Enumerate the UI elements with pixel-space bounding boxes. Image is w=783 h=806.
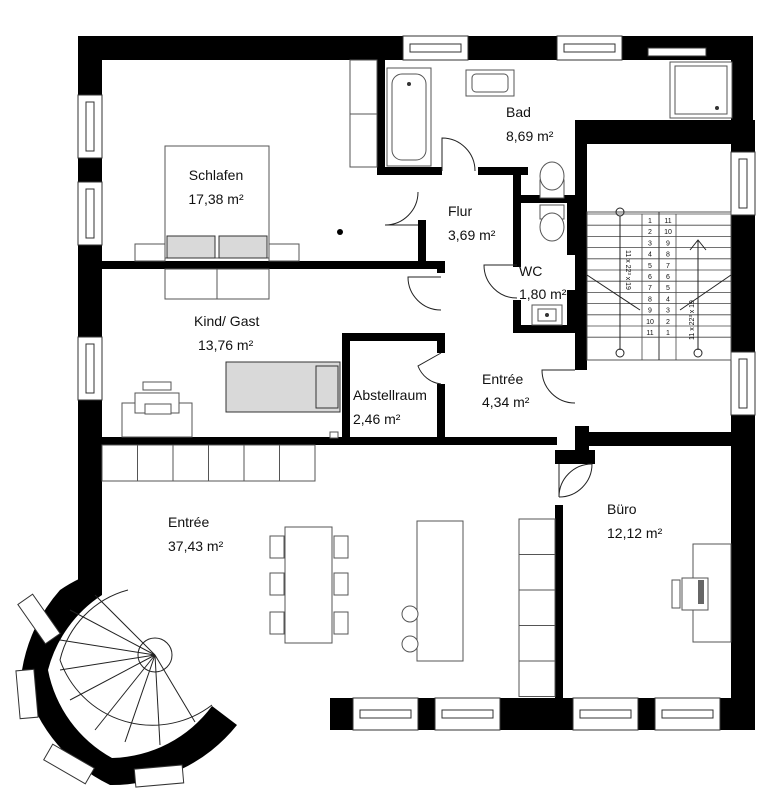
kitchen-cabinet — [137, 444, 174, 482]
room-area-wc: 1,80 m² — [519, 286, 567, 302]
room-area-entree-large: 37,43 m² — [168, 538, 224, 554]
room-name-schlafen: Schlafen — [189, 167, 243, 183]
counter-cabinet — [518, 660, 556, 697]
counter-cabinet — [518, 518, 556, 555]
room-area-buero: 12,12 m² — [607, 525, 663, 541]
room-name-buero: Büro — [607, 501, 637, 517]
stair-number-right: 2 — [666, 319, 670, 326]
room-area-abstellraum: 2,46 m² — [353, 411, 401, 427]
room-name-bad: Bad — [506, 104, 531, 120]
room-name-flur: Flur — [448, 203, 472, 219]
room-name-entree-small: Entrée — [482, 371, 523, 387]
stair-number-right: 5 — [666, 285, 670, 292]
stair-number-left: 2 — [648, 229, 652, 236]
furniture — [101, 59, 732, 697]
bathroom-fixtures — [386, 61, 733, 326]
kitchen-cabinet — [243, 444, 280, 482]
stair-number-left: 11 — [646, 330, 653, 337]
stair-number-right: 9 — [666, 240, 670, 247]
room-name-kind: Kind/ Gast — [194, 313, 259, 329]
room-area-schlafen: 17,38 m² — [188, 191, 244, 207]
stair-number-left: 8 — [648, 296, 652, 303]
interior-walls — [102, 60, 755, 698]
kitchen-cabinet — [208, 444, 245, 482]
stair-number-right: 6 — [666, 274, 670, 281]
counter-cabinet — [518, 554, 556, 591]
counter-cabinet — [518, 589, 556, 626]
doors — [384, 137, 593, 498]
stair-number-left: 3 — [648, 240, 652, 247]
room-name-wc: WC — [519, 263, 542, 279]
stair-number-right: 4 — [666, 296, 670, 303]
stair-number-right: 1 — [666, 330, 670, 337]
counter-cabinet — [518, 625, 556, 662]
stair-number-left: 1 — [648, 218, 652, 225]
room-area-bad: 8,69 m² — [506, 128, 554, 144]
stair-number-left: 9 — [648, 308, 652, 315]
stair-number-right: 10 — [664, 229, 672, 236]
stair-dim-right: 11 x 22³ x 19 — [689, 300, 696, 340]
room-area-kind: 13,76 m² — [198, 337, 254, 353]
stair-number-right: 3 — [666, 308, 670, 315]
room-labels: Schlafen 17,38 m² Bad 8,69 m² Flur 3,69 … — [168, 104, 663, 554]
stair-number-left: 5 — [648, 263, 652, 270]
stair-number-left: 4 — [648, 252, 652, 259]
windows — [77, 35, 756, 731]
stair-number-right: 11 — [664, 218, 671, 225]
stair-number-right: 8 — [666, 252, 670, 259]
kitchen-cabinet — [279, 444, 316, 482]
stair-dim-left: 11 x 22³ x 19 — [624, 250, 631, 290]
room-name-entree-large: Entrée — [168, 514, 209, 530]
room-name-abstellraum: Abstellraum — [353, 387, 427, 403]
room-area-flur: 3,69 m² — [448, 227, 496, 243]
kitchen-cabinet — [172, 444, 209, 482]
stair-number-left: 10 — [646, 319, 654, 326]
kitchen-cabinet — [101, 444, 138, 482]
stair-number-right: 7 — [666, 263, 670, 270]
staircase: 1 2 3 4 5 6 7 8 9 10 11 11 10 9 8 7 6 5 4 3 2 1 11 x 22³ x 1… — [586, 207, 732, 361]
round-tower — [15, 570, 237, 788]
stair-number-left: 7 — [648, 285, 652, 292]
stair-number-left: 6 — [648, 274, 652, 281]
room-area-entree-small: 4,34 m² — [482, 394, 530, 410]
